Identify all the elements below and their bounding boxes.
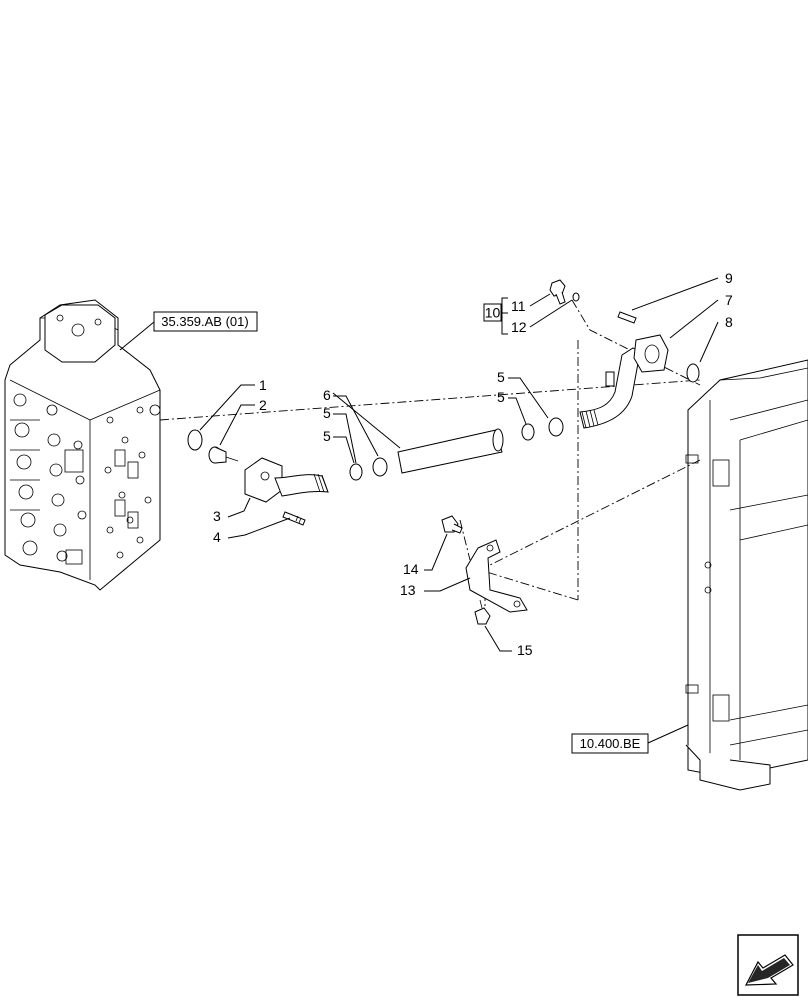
reference-label-radiator[interactable]: 10.400.BE bbox=[571, 733, 649, 754]
elbow-tube-part-3 bbox=[244, 457, 329, 503]
callout-5b: 5 bbox=[323, 428, 331, 444]
bolt-part-14 bbox=[441, 515, 463, 534]
plug-part-2 bbox=[208, 446, 239, 464]
washer-part-12 bbox=[572, 292, 580, 302]
callout-numbers: 1 2 3 4 6 5 5 5 5 9 7 8 11 12 14 13 15 bbox=[213, 270, 733, 658]
reference-label-control-valve[interactable]: 35.359.AB (01) bbox=[153, 311, 258, 332]
leader-radiator bbox=[647, 724, 689, 744]
callout-13: 13 bbox=[400, 582, 416, 598]
pipe-part-7 bbox=[579, 334, 669, 429]
callout-15: 15 bbox=[517, 642, 533, 658]
bracket-part-13 bbox=[465, 539, 528, 613]
callout-6: 6 bbox=[323, 387, 331, 403]
hose-clamp-part-5d bbox=[548, 417, 564, 437]
callout-11: 11 bbox=[511, 298, 526, 314]
callout-4: 4 bbox=[213, 529, 221, 545]
bolt-part-11 bbox=[549, 279, 566, 305]
hose-clamp-part-5a bbox=[349, 463, 363, 481]
bolt-part-15 bbox=[474, 599, 491, 625]
svg-text:10.400.BE: 10.400.BE bbox=[580, 736, 641, 751]
hose-clamp-part-5b bbox=[372, 457, 388, 477]
hose-clamp-part-5c bbox=[521, 423, 535, 441]
leader-control-valve bbox=[119, 321, 155, 351]
next-page-arrow-icon[interactable] bbox=[737, 934, 799, 996]
callout-14: 14 bbox=[403, 561, 419, 577]
svg-text:35.359.AB (01): 35.359.AB (01) bbox=[161, 314, 248, 329]
svg-text:10: 10 bbox=[485, 305, 501, 321]
callout-5a: 5 bbox=[323, 405, 331, 421]
callout-9: 9 bbox=[725, 270, 733, 286]
callout-1: 1 bbox=[259, 377, 267, 393]
leader-lines bbox=[199, 277, 719, 652]
callout-5c: 5 bbox=[497, 369, 505, 385]
bolt-part-4 bbox=[282, 511, 306, 526]
bolt-part-9 bbox=[617, 311, 637, 324]
o-ring-part-1 bbox=[187, 429, 203, 451]
hose-part-6 bbox=[397, 428, 504, 474]
callout-7: 7 bbox=[725, 292, 733, 308]
radiator-assembly bbox=[685, 359, 808, 791]
callout-5d: 5 bbox=[497, 389, 505, 405]
o-ring-part-8 bbox=[686, 363, 700, 383]
callout-8: 8 bbox=[725, 314, 733, 330]
callout-12: 12 bbox=[511, 319, 527, 335]
kit-group-10[interactable]: 10 bbox=[483, 297, 508, 335]
control-valve-block bbox=[4, 299, 161, 591]
callout-2: 2 bbox=[259, 397, 267, 413]
callout-3: 3 bbox=[213, 508, 221, 524]
